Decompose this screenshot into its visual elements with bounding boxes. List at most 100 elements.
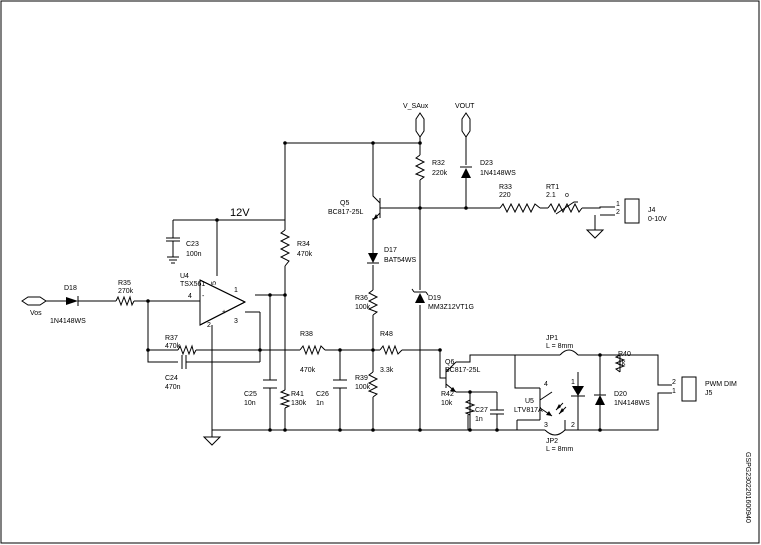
c26-value: 1n bbox=[316, 400, 324, 407]
j4-ref: J4 bbox=[648, 207, 656, 214]
jumper-jp2: JP2 L = 8mm bbox=[544, 429, 573, 453]
r42-value: 10k bbox=[441, 400, 453, 407]
d19-ref: D19 bbox=[428, 295, 441, 302]
capacitor-c27: C27 1n bbox=[475, 407, 504, 423]
wires bbox=[46, 137, 672, 437]
r36-value: 100k bbox=[355, 304, 371, 311]
d18-ref: D18 bbox=[64, 285, 77, 292]
resistor-r32: R32 220k bbox=[414, 154, 448, 181]
r40-value: 1k bbox=[618, 360, 626, 367]
r38-value: 470k bbox=[300, 367, 316, 374]
q5-ref: Q5 bbox=[340, 200, 349, 207]
d20-ref: D20 bbox=[614, 391, 627, 398]
supply-12v-label: 12V bbox=[230, 207, 250, 219]
capacitor-c24: C24 470n bbox=[165, 355, 187, 391]
diode-d18: D18 1N4148WS bbox=[50, 285, 86, 325]
connector-j5: 2 1 PWM DIM J5 bbox=[672, 376, 737, 402]
r37-ref: R37 bbox=[165, 335, 178, 342]
transistor-q6: Q6 BC817-25L bbox=[445, 359, 481, 393]
u5-pin4: 4 bbox=[544, 381, 548, 388]
capacitor-c23: C23 100n bbox=[166, 237, 202, 264]
c26-ref: C26 bbox=[316, 391, 329, 398]
vos-label: Vos bbox=[30, 310, 42, 317]
resistor-r41: R41 130k bbox=[279, 389, 307, 409]
u5-ref: U5 bbox=[525, 398, 534, 405]
jp2-ref: JP2 bbox=[546, 438, 558, 445]
j5-pin2: 2 bbox=[672, 379, 676, 386]
jp1-ref: JP1 bbox=[546, 335, 558, 342]
r33-value: 220 bbox=[499, 192, 511, 199]
r41-ref: R41 bbox=[291, 391, 304, 398]
rt1-value: 2.1 bbox=[546, 192, 556, 199]
u4-plus: + bbox=[222, 309, 226, 316]
vout-label: VOUT bbox=[455, 103, 475, 110]
jumper-jp1: JP1 L = 8mm bbox=[546, 335, 579, 356]
c25-ref: C25 bbox=[244, 391, 257, 398]
u4-pin2: 2 bbox=[207, 322, 211, 329]
u5-value: LTV817A bbox=[514, 407, 543, 414]
resistor-r38: R38 470k bbox=[299, 331, 326, 374]
r35-ref: R35 bbox=[118, 280, 131, 287]
c23-value: 100n bbox=[186, 251, 202, 258]
d23-value: 1N4148WS bbox=[480, 170, 516, 177]
q6-ref: Q6 bbox=[445, 359, 454, 366]
r48-value: 3.3k bbox=[380, 367, 394, 374]
ground-u4 bbox=[202, 436, 222, 446]
resistor-r37: R37 470k bbox=[165, 335, 197, 356]
j4-pin1: 1 bbox=[616, 201, 620, 208]
resistor-r36: R36 100k bbox=[355, 289, 379, 316]
document-id: GSPG2302201600940 bbox=[744, 452, 751, 523]
junction-dots bbox=[146, 141, 602, 432]
c24-ref: C24 bbox=[165, 375, 178, 382]
r35-value: 270k bbox=[118, 288, 134, 295]
r32-value: 220k bbox=[432, 170, 448, 177]
u4-ref: U4 bbox=[180, 273, 189, 280]
rt1-mark: o bbox=[565, 192, 569, 199]
diode-d20: D20 1N4148WS bbox=[594, 391, 650, 407]
d20-value: 1N4148WS bbox=[614, 400, 650, 407]
c27-ref: C27 bbox=[475, 407, 488, 414]
d19-value: MM3Z12VT1G bbox=[428, 304, 474, 311]
u5-pin3: 3 bbox=[544, 422, 548, 429]
c23-ref: C23 bbox=[186, 241, 199, 248]
capacitor-c26: C26 1n bbox=[316, 379, 347, 407]
j4-pin2: 2 bbox=[616, 209, 620, 216]
vsaux-label: V_SAux bbox=[403, 103, 429, 110]
diode-d23: D23 1N4148WS bbox=[460, 160, 516, 178]
r41-value: 130k bbox=[291, 400, 307, 407]
r42-ref: R42 bbox=[441, 391, 454, 398]
optocoupler-u5: 4 1 3 2 U5 LTV817A bbox=[514, 379, 585, 429]
transistor-q5: Q5 BC817-25L bbox=[328, 190, 388, 221]
d23-ref: D23 bbox=[480, 160, 493, 167]
u5-pin1: 1 bbox=[571, 379, 575, 386]
diode-d17: D17 BAT54WS bbox=[367, 247, 416, 264]
resistor-r33: R33 220 bbox=[499, 184, 541, 214]
d17-ref: D17 bbox=[384, 247, 397, 254]
r36-ref: R36 bbox=[355, 295, 368, 302]
c27-value: 1n bbox=[475, 416, 483, 423]
j5-ref: J5 bbox=[705, 390, 713, 397]
j5-value: PWM DIM bbox=[705, 381, 737, 388]
r32-ref: R32 bbox=[432, 160, 445, 167]
r34-ref: R34 bbox=[297, 241, 310, 248]
resistor-r34: R34 470k bbox=[279, 229, 313, 267]
resistor-r39: R39 100k bbox=[355, 371, 379, 398]
u5-pin2: 2 bbox=[571, 422, 575, 429]
c24-value: 470n bbox=[165, 384, 181, 391]
resistor-r42: R42 10k bbox=[441, 391, 476, 416]
j5-pin1: 1 bbox=[672, 388, 676, 395]
resistor-r40: R40 1k bbox=[614, 351, 631, 373]
capacitor-c25: C25 10n bbox=[244, 379, 277, 407]
r34-value: 470k bbox=[297, 251, 313, 258]
jp1-value: L = 8mm bbox=[546, 343, 573, 350]
r38-ref: R38 bbox=[300, 331, 313, 338]
resistor-r35: R35 270k bbox=[115, 280, 135, 307]
rt1-ref: RT1 bbox=[546, 184, 559, 191]
u4-pin5: 5 bbox=[211, 281, 218, 285]
thermistor-rt1: RT1 2.1 o bbox=[546, 184, 583, 215]
q5-value: BC817-25L bbox=[328, 209, 364, 216]
connector-j4: 1 2 J4 0-10V bbox=[616, 198, 667, 224]
r37-value: 470k bbox=[165, 343, 181, 350]
